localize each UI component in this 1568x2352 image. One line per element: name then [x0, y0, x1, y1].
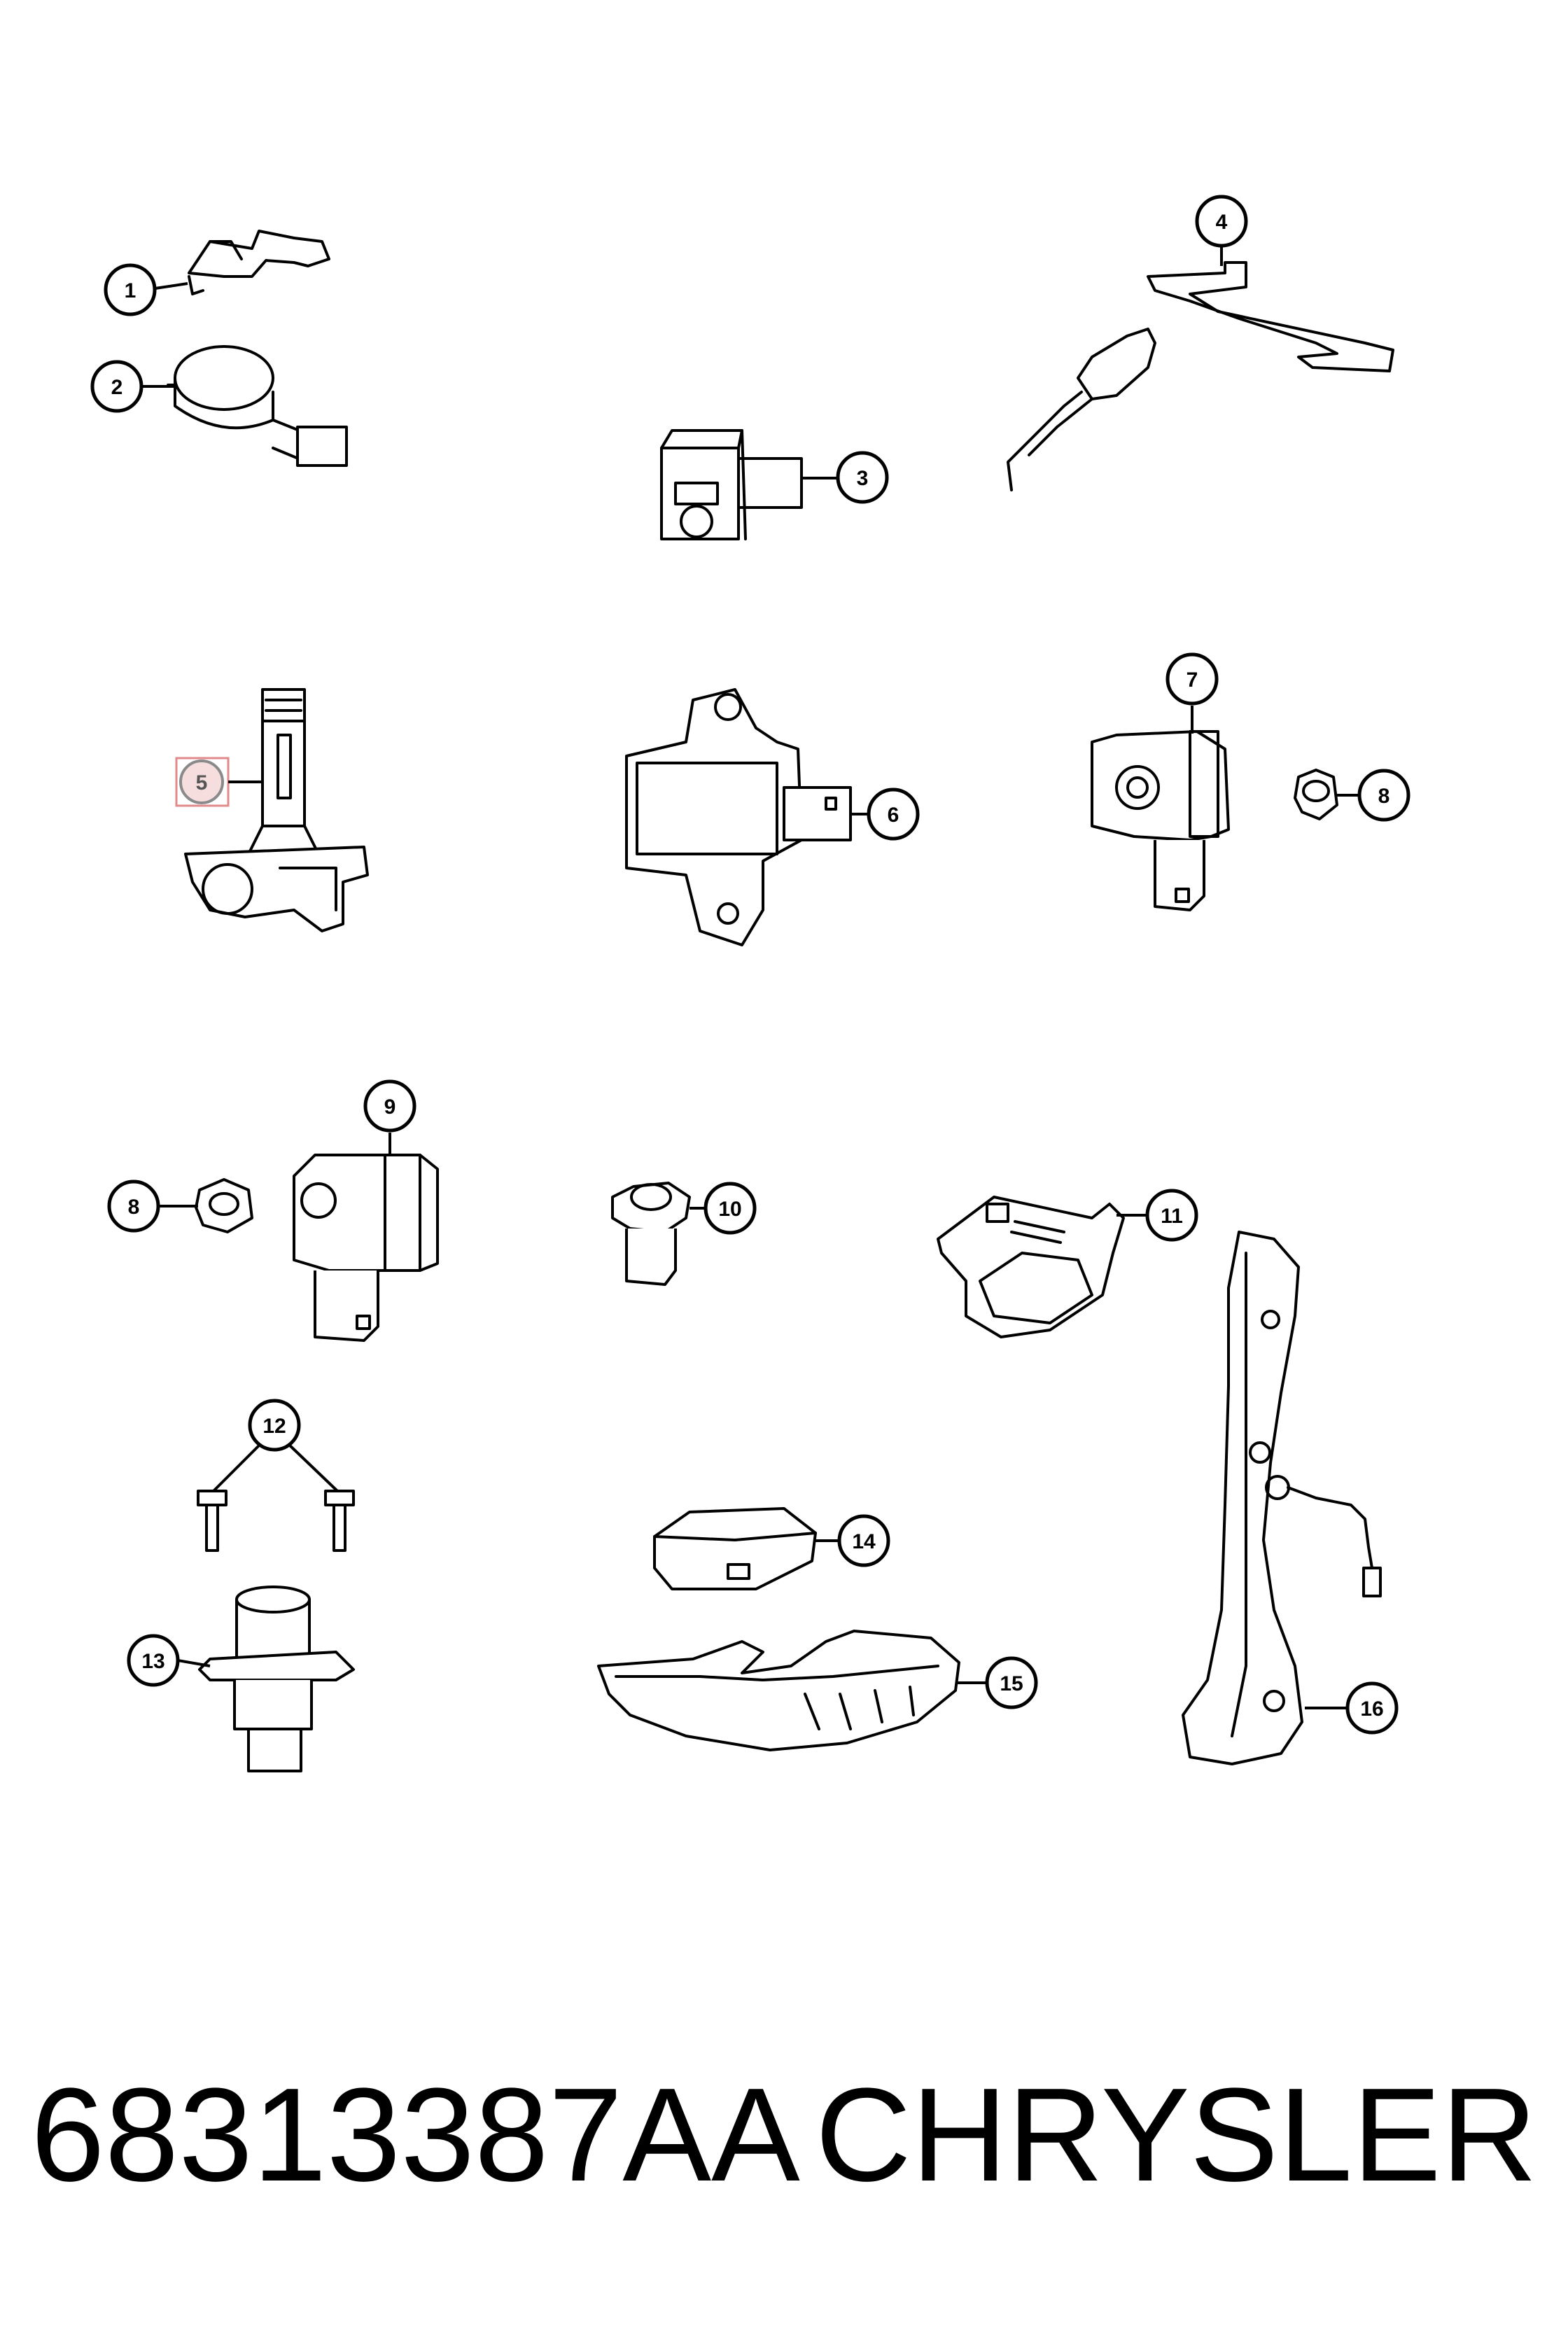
svg-text:1: 1 [125, 279, 136, 302]
svg-text:6: 6 [888, 804, 899, 827]
part-11-module[interactable] [937, 1196, 1125, 1338]
svg-text:16: 16 [1360, 1698, 1383, 1721]
part-4-harness[interactable] [1007, 261, 1394, 491]
svg-text:10: 10 [718, 1198, 741, 1221]
svg-text:11: 11 [1161, 1205, 1183, 1228]
callout-12[interactable]: 12 [248, 1399, 301, 1452]
part-15-tray[interactable] [597, 1630, 960, 1751]
svg-text:12: 12 [262, 1415, 286, 1438]
svg-text:14: 14 [852, 1530, 876, 1553]
part-2-sensor[interactable] [167, 345, 348, 467]
svg-text:8: 8 [1378, 785, 1390, 808]
callout-14[interactable]: 14 [837, 1514, 890, 1567]
part-3-sensor[interactable] [660, 429, 803, 540]
svg-text:2: 2 [111, 376, 123, 399]
callout-5[interactable]: 5 [179, 760, 224, 804]
svg-text:15: 15 [1000, 1672, 1023, 1695]
svg-text:4: 4 [1216, 211, 1228, 234]
part-1-clip[interactable] [188, 230, 330, 295]
part-7-impact-sensor[interactable] [1091, 730, 1230, 911]
callout-7[interactable]: 7 [1166, 652, 1219, 706]
svg-text:13: 13 [141, 1650, 164, 1673]
callout-8-lower[interactable]: 8 [107, 1180, 160, 1233]
part-16-trim-panel[interactable] [1182, 1231, 1382, 1765]
footer: 68313387AA CHRYSLER [0, 2061, 1568, 2209]
callout-11[interactable]: 11 [1145, 1189, 1198, 1242]
callout-10[interactable]: 10 [704, 1182, 757, 1235]
svg-text:3: 3 [857, 467, 869, 490]
callout-3[interactable]: 3 [836, 451, 889, 504]
part-12-bolts[interactable] [197, 1490, 355, 1552]
callout-4[interactable]: 4 [1195, 195, 1248, 248]
part-9-impact-sensor[interactable] [293, 1154, 439, 1342]
part-number: 68313387AA [31, 2061, 800, 2209]
callout-15[interactable]: 15 [985, 1656, 1038, 1709]
part-6-module[interactable] [625, 688, 852, 946]
callout-2[interactable]: 2 [90, 360, 144, 413]
brand-name: CHRYSLER [815, 2061, 1537, 2209]
callout-16[interactable]: 16 [1345, 1681, 1399, 1735]
part-5-tpms-sensor[interactable] [184, 688, 369, 932]
svg-text:9: 9 [384, 1096, 396, 1119]
part-8-nut-upper[interactable] [1294, 769, 1338, 820]
part-13-sensor[interactable] [198, 1586, 355, 1772]
callout-9[interactable]: 9 [363, 1079, 416, 1133]
svg-text:8: 8 [128, 1196, 140, 1219]
svg-text:7: 7 [1186, 668, 1198, 692]
callout-6[interactable]: 6 [867, 788, 920, 841]
part-8-nut-lower[interactable] [195, 1178, 253, 1233]
part-14-module[interactable] [653, 1507, 817, 1590]
part-10-switch[interactable] [611, 1182, 691, 1286]
callout-13[interactable]: 13 [127, 1634, 180, 1687]
svg-text:5: 5 [196, 771, 208, 794]
callout-8-upper[interactable]: 8 [1357, 769, 1410, 822]
callout-1[interactable]: 1 [104, 263, 157, 316]
